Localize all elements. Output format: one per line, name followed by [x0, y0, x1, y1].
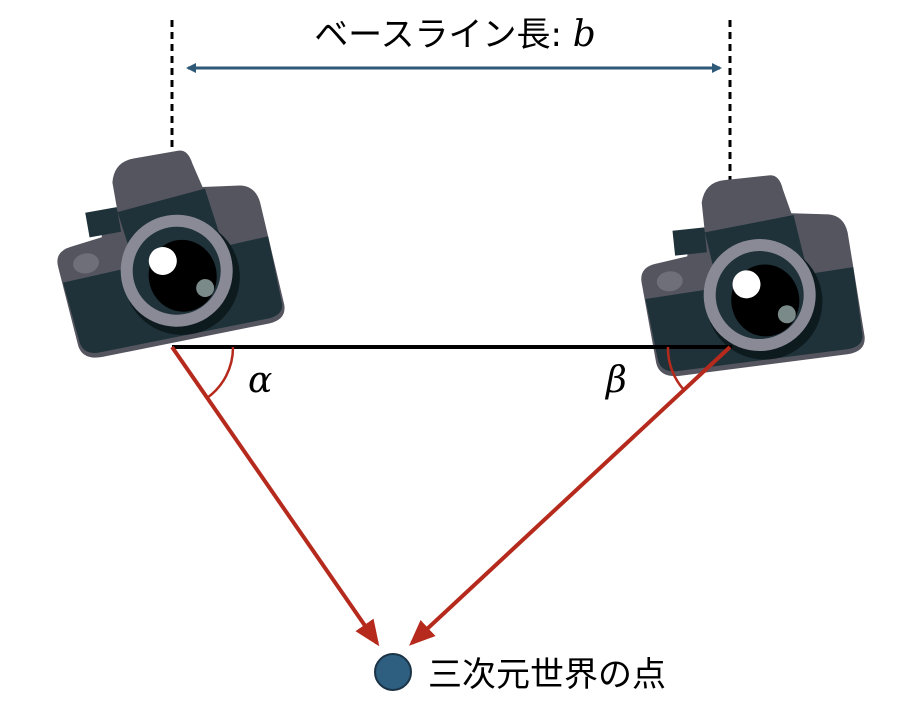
alpha-label: α [248, 360, 272, 401]
right-ray-arrow [409, 345, 732, 646]
world-point-label: 三次元世界の点 [428, 655, 666, 695]
beta-angle-arc [666, 346, 685, 391]
baseline-length-label: ベースライン長: b [314, 14, 596, 55]
alpha-angle-arc [206, 346, 235, 400]
beta-label: β [604, 360, 627, 401]
world-point [374, 653, 412, 691]
left-ray-arrow [170, 345, 380, 647]
left-camera [41, 137, 288, 362]
